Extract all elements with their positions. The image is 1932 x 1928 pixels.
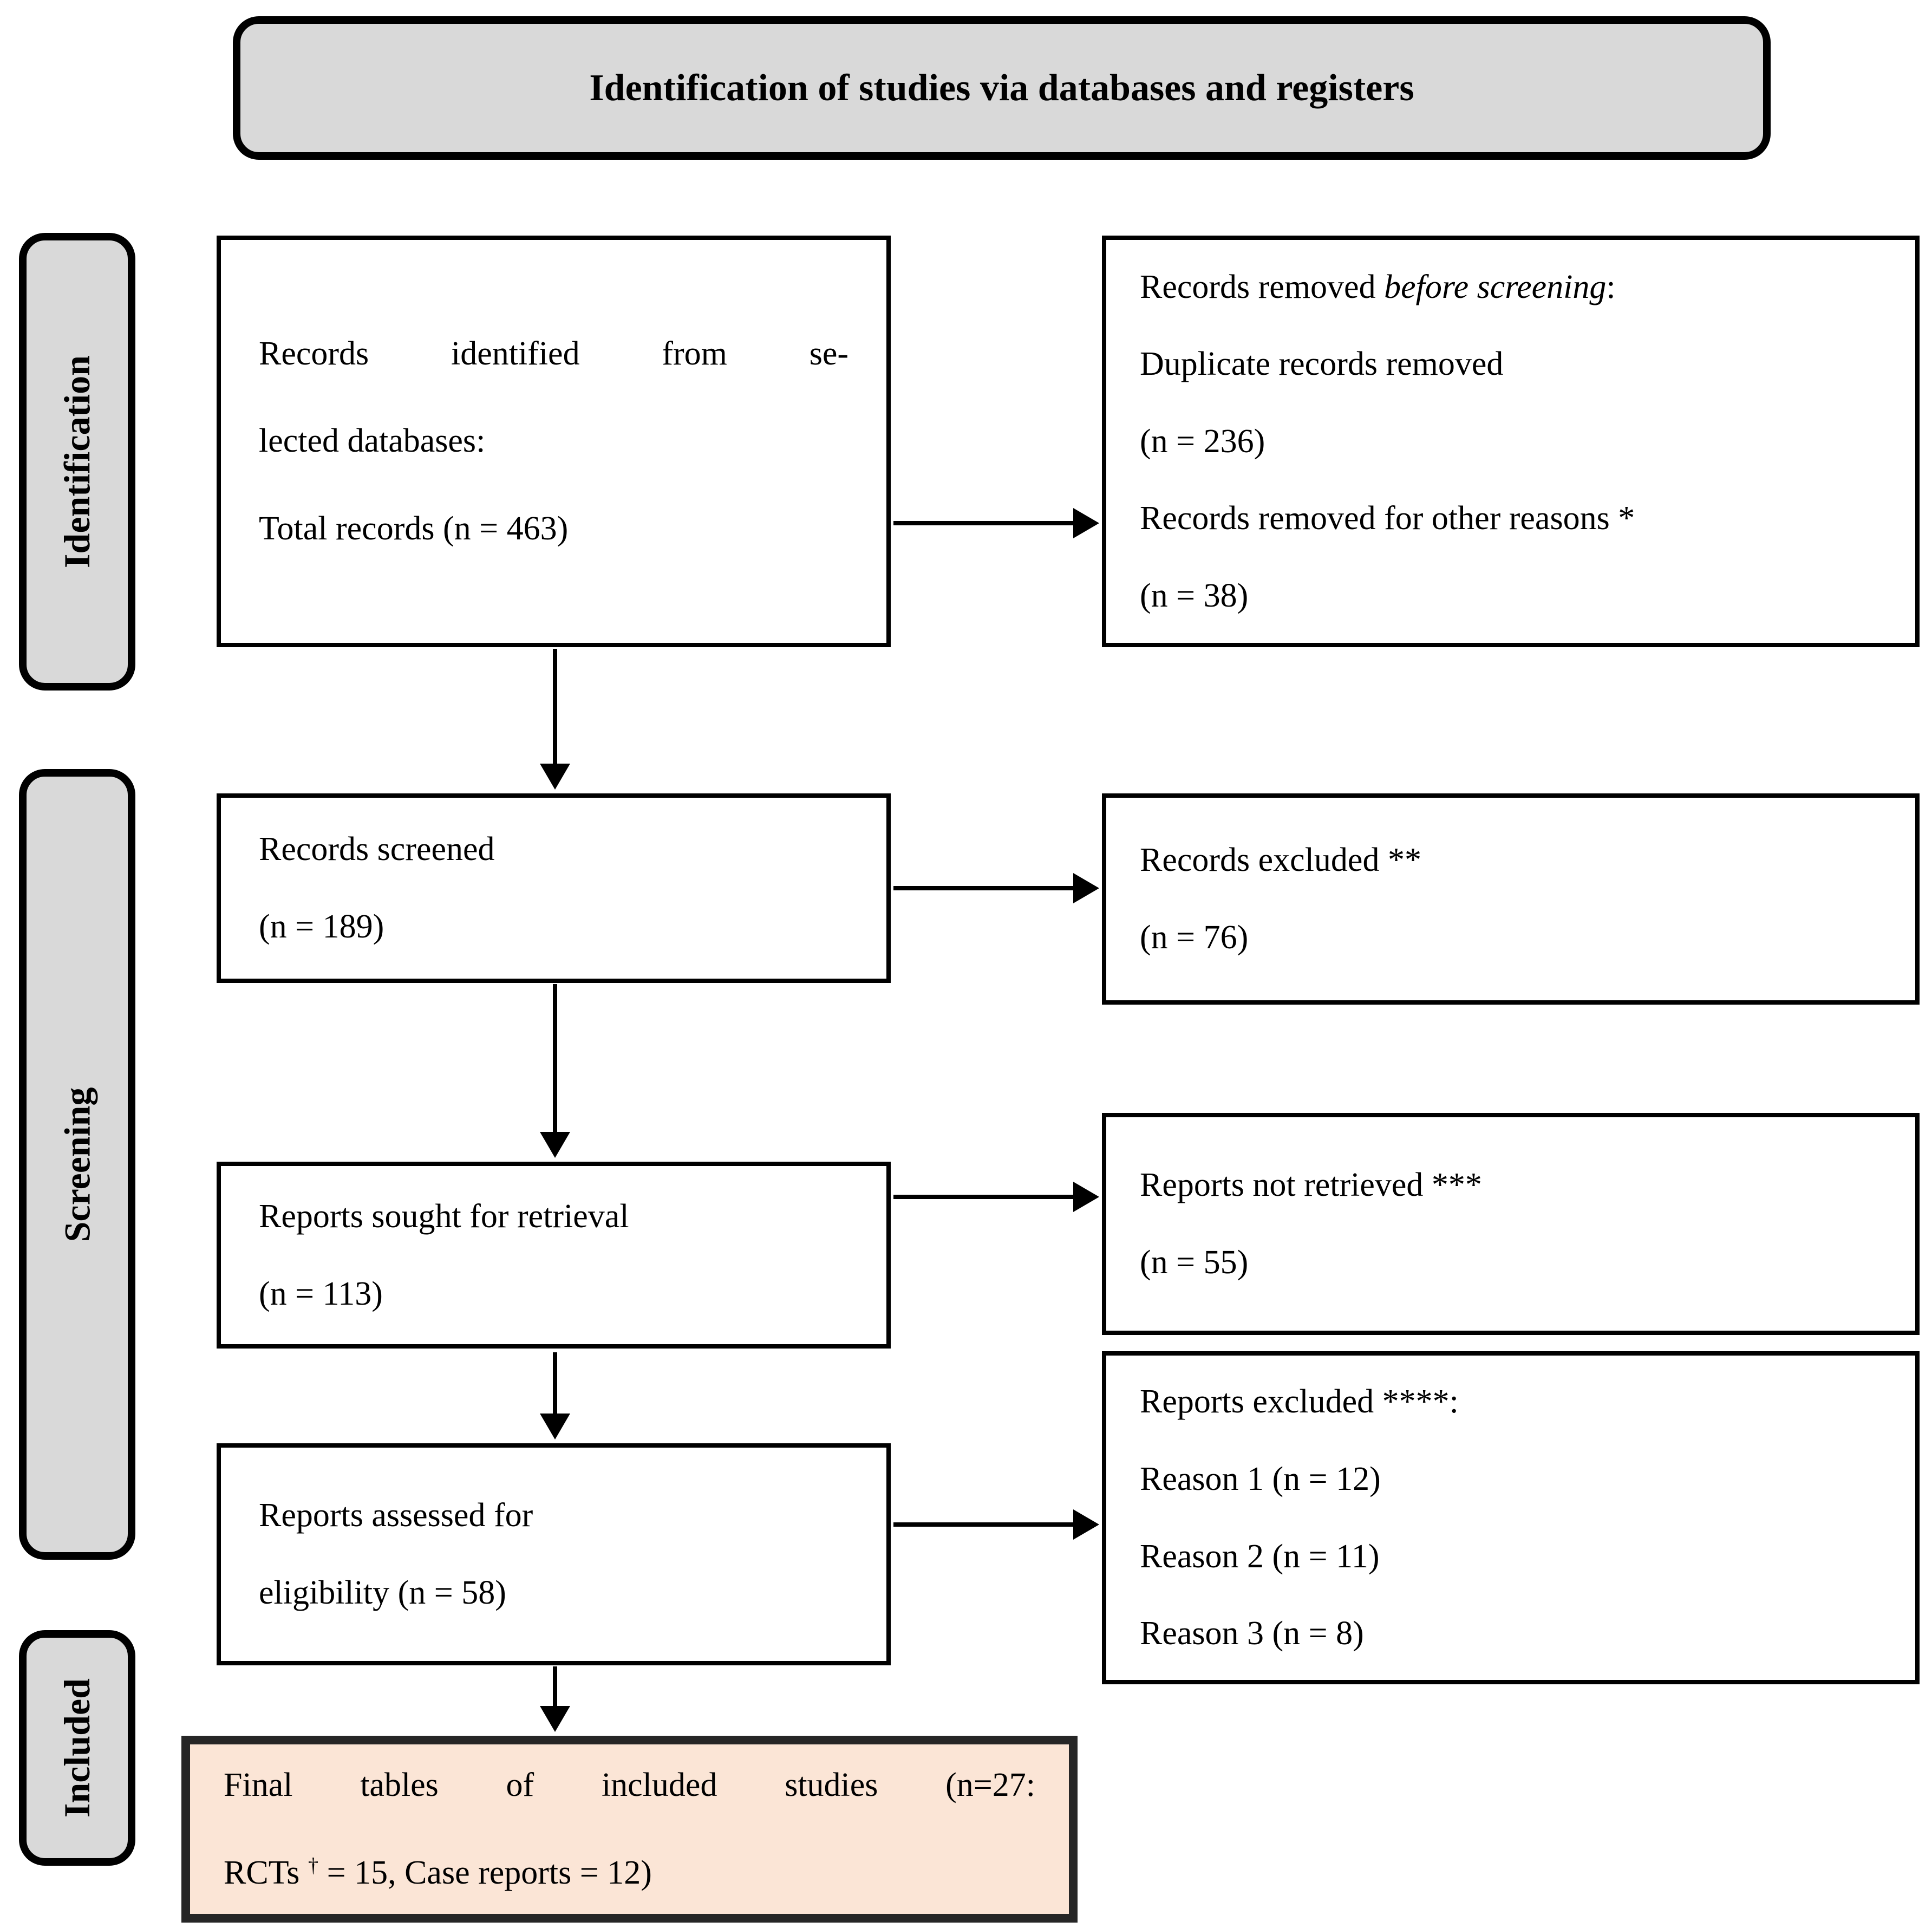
box-records-removed-line3: (n = 236) <box>1140 422 1265 460</box>
box-records-removed-line1: Records removed before screening: <box>1140 249 1882 326</box>
arrow-screened-to-excluded-head <box>1073 873 1099 903</box>
box-records-screened: Records screened (n = 189) <box>217 793 891 983</box>
box-records-removed-line5: (n = 38) <box>1140 577 1249 614</box>
box-records-identified-line3: Total records (n = 463) <box>259 510 569 547</box>
box-reports-excluded-line2: Reason 1 (n = 12) <box>1140 1460 1381 1497</box>
final-line2-pre: RCTs <box>224 1854 308 1891</box>
box-reports-assessed: Reports assessed for eligibility (n = 58… <box>217 1443 891 1665</box>
arrow-sought-to-assessed-head <box>540 1414 570 1440</box>
stage-screening-label: Screening <box>56 1087 98 1242</box>
arrow-sought-to-notretrieved-head <box>1073 1182 1099 1212</box>
arrow-identified-to-screened-line <box>553 649 557 765</box>
stage-screening: Screening <box>19 769 135 1560</box>
box-reports-assessed-line1: Reports assessed for <box>259 1497 533 1534</box>
box-reports-sought-line2: (n = 113) <box>259 1275 383 1312</box>
arrow-identified-to-screened-head <box>540 764 570 790</box>
box-records-screened-line1: Records screened <box>259 831 495 868</box>
stage-included-label: Included <box>56 1678 97 1818</box>
box-records-excluded: Records excluded ** (n = 76) <box>1102 793 1920 1005</box>
box-reports-sought-line1: Reports sought for retrieval <box>259 1197 629 1235</box>
box-reports-not-retrieved-line2: (n = 55) <box>1140 1244 1249 1281</box>
box-reports-excluded: Reports excluded ****: Reason 1 (n = 12)… <box>1102 1351 1920 1684</box>
arrow-screened-to-sought-head <box>540 1132 570 1158</box>
arrow-identified-to-removed-line <box>893 521 1074 525</box>
box-reports-excluded-line1: Reports excluded ****: <box>1140 1383 1459 1421</box>
box-final-included-line2: RCTs † = 15, Case reports = 12) <box>224 1829 1035 1917</box>
arrow-identified-to-removed-head <box>1073 508 1099 538</box>
box-reports-not-retrieved: Reports not retrieved *** (n = 55) <box>1102 1113 1920 1335</box>
arrow-assessed-to-final-line <box>553 1666 557 1707</box>
arrow-screened-to-excluded-line <box>893 886 1074 890</box>
records-removed-italic: before screening <box>1384 268 1607 305</box>
arrow-assessed-to-reportsexcluded-line <box>893 1522 1074 1527</box>
box-records-excluded-line2: (n = 76) <box>1140 919 1249 956</box>
box-reports-assessed-line2: eligibility (n = 58) <box>259 1574 506 1611</box>
box-records-identified-line2: lected databases: <box>259 422 486 460</box>
stage-identification: Identification <box>19 233 135 691</box>
box-reports-excluded-line4: Reason 3 (n = 8) <box>1140 1615 1364 1652</box>
records-removed-prefix: Records removed <box>1140 268 1385 305</box>
box-records-excluded-line1: Records excluded ** <box>1140 842 1421 879</box>
final-line2-post: = 15, Case reports = 12) <box>318 1854 652 1891</box>
records-removed-suffix: : <box>1606 268 1616 305</box>
box-reports-sought: Reports sought for retrieval (n = 113) <box>217 1162 891 1349</box>
box-reports-excluded-line3: Reason 2 (n = 11) <box>1140 1538 1380 1575</box>
box-records-identified: Records identified from se- lected datab… <box>217 236 891 647</box>
box-final-included: Final tables of included studies (n=27: … <box>181 1736 1078 1923</box>
title-banner: Identification of studies via databases … <box>233 16 1771 160</box>
arrow-assessed-to-reportsexcluded-head <box>1073 1509 1099 1540</box>
stage-included: Included <box>19 1630 135 1866</box>
arrow-screened-to-sought-line <box>553 984 557 1133</box>
arrow-assessed-to-final-head <box>540 1706 570 1732</box>
arrow-sought-to-assessed-line <box>553 1352 557 1415</box>
arrow-sought-to-notretrieved-line <box>893 1195 1074 1199</box>
dagger-symbol: † <box>308 1853 319 1877</box>
box-records-screened-line2: (n = 189) <box>259 908 384 945</box>
stage-identification-label: Identification <box>56 355 97 568</box>
box-final-included-line1: Final tables of included studies (n=27: <box>224 1767 1035 1804</box>
box-reports-not-retrieved-line1: Reports not retrieved *** <box>1140 1167 1482 1204</box>
title-text: Identification of studies via databases … <box>589 67 1414 109</box>
box-records-removed-line2: Duplicate records removed <box>1140 346 1504 383</box>
box-records-removed-line4: Records removed for other reasons * <box>1140 500 1635 537</box>
box-records-identified-line1: Records identified from se- <box>259 335 848 373</box>
box-records-removed: Records removed before screening: Duplic… <box>1102 236 1920 647</box>
